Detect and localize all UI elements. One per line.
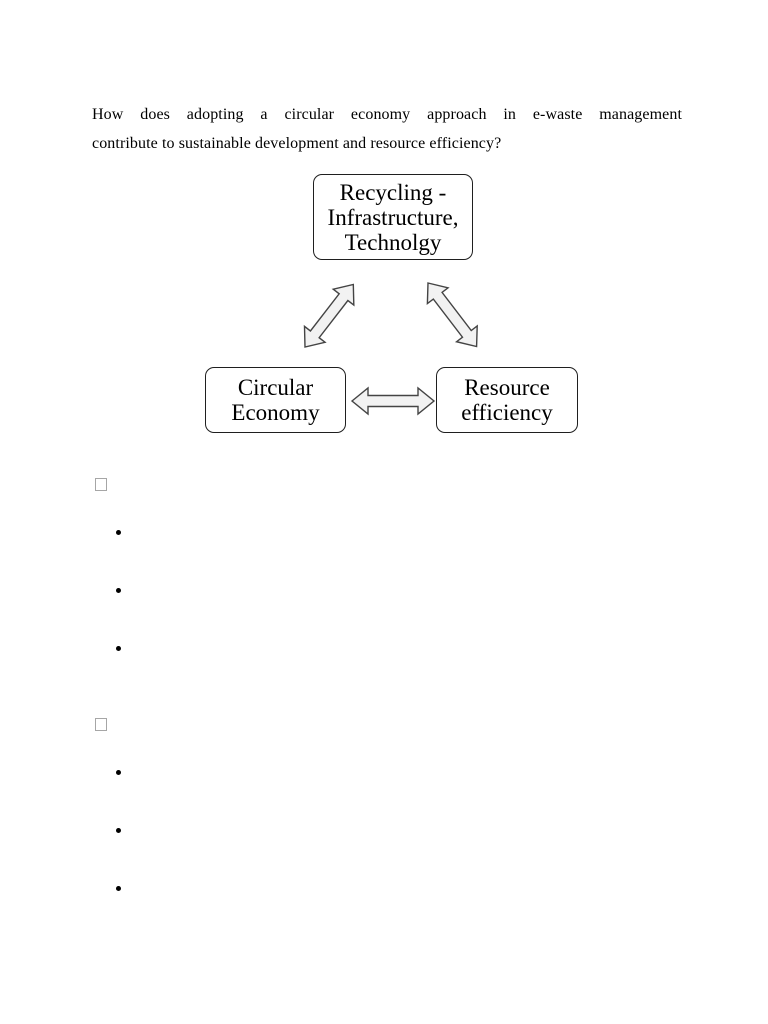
question-line-1: How does adopting a circular economy app… [92, 106, 682, 123]
node-label-line: Circular [237, 375, 314, 400]
dot-bullet-marker [116, 588, 121, 593]
dot-bullet-marker [116, 770, 121, 775]
dot-bullet-marker [116, 646, 121, 651]
double-arrow-circular-resource-icon [350, 386, 436, 416]
square-bullet-marker [95, 718, 107, 731]
double-arrow-recycling-resource-icon [426, 282, 478, 348]
node-label-line: Technolgy [344, 229, 442, 255]
node-label-line: Recycling - [339, 179, 447, 205]
diagram-node-resource-efficiency: Resource efficiency [436, 367, 578, 433]
dot-bullet-marker [116, 530, 121, 535]
diagram-node-recycling: Recycling - Infrastructure, Technolgy [313, 174, 473, 260]
node-label-line: Economy [231, 400, 320, 425]
diagram-node-circular-economy: Circular Economy [205, 367, 346, 433]
dot-bullet-marker [116, 828, 121, 833]
square-bullet-marker [95, 478, 107, 491]
double-arrow-recycling-circular-icon [303, 283, 355, 348]
node-label-line: Resource [464, 375, 550, 400]
question-text: How does adopting a circular economy app… [92, 100, 682, 158]
dot-bullet-marker [116, 886, 121, 891]
question-line-2: contribute to sustainable development an… [92, 135, 502, 152]
node-label-line: Infrastructure, [327, 204, 459, 230]
node-label-line: efficiency [461, 400, 553, 425]
